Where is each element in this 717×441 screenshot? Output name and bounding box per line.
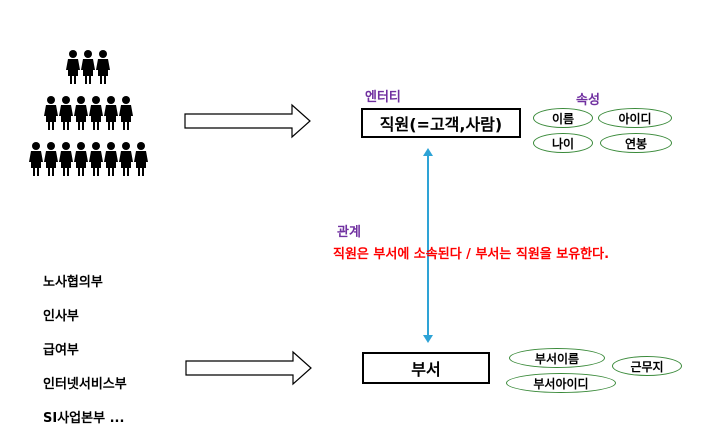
relationship-section-label: 관계 xyxy=(337,225,361,240)
department-list-item: 인터넷서비스부 xyxy=(43,377,127,392)
attribute-oval: 아이디 xyxy=(598,108,672,128)
employee-entity-box: 직원(=고객,사람) xyxy=(361,108,521,138)
attribute-oval: 부서이름 xyxy=(509,348,605,368)
relationship-connector xyxy=(423,148,433,343)
department-list: 노사협의부 인사부 급여부 인터넷서비스부 SI사업본부 ... xyxy=(43,271,127,441)
relationship-description: 직원은 부서에 소속된다 / 부서는 직원을 보유한다. xyxy=(333,247,610,262)
attribute-oval: 부서아이디 xyxy=(506,373,616,393)
department-list-item: SI사업본부 ... xyxy=(43,411,125,426)
department-list-item: 노사협의부 xyxy=(43,275,103,290)
right-arrow-icon xyxy=(184,103,311,139)
attribute-section-label: 속성 xyxy=(576,93,600,108)
attribute-oval: 연봉 xyxy=(600,133,672,153)
department-list-item: 급여부 xyxy=(43,343,79,358)
attribute-oval: 근무지 xyxy=(612,356,682,376)
department-list-item: 인사부 xyxy=(43,309,79,324)
people-crowd-icon xyxy=(29,50,148,176)
department-entity-box: 부서 xyxy=(362,352,490,384)
attribute-oval: 이름 xyxy=(533,108,593,128)
entity-section-label: 엔터티 xyxy=(365,90,401,105)
right-arrow-icon xyxy=(185,350,312,386)
attribute-oval: 나이 xyxy=(533,133,593,153)
